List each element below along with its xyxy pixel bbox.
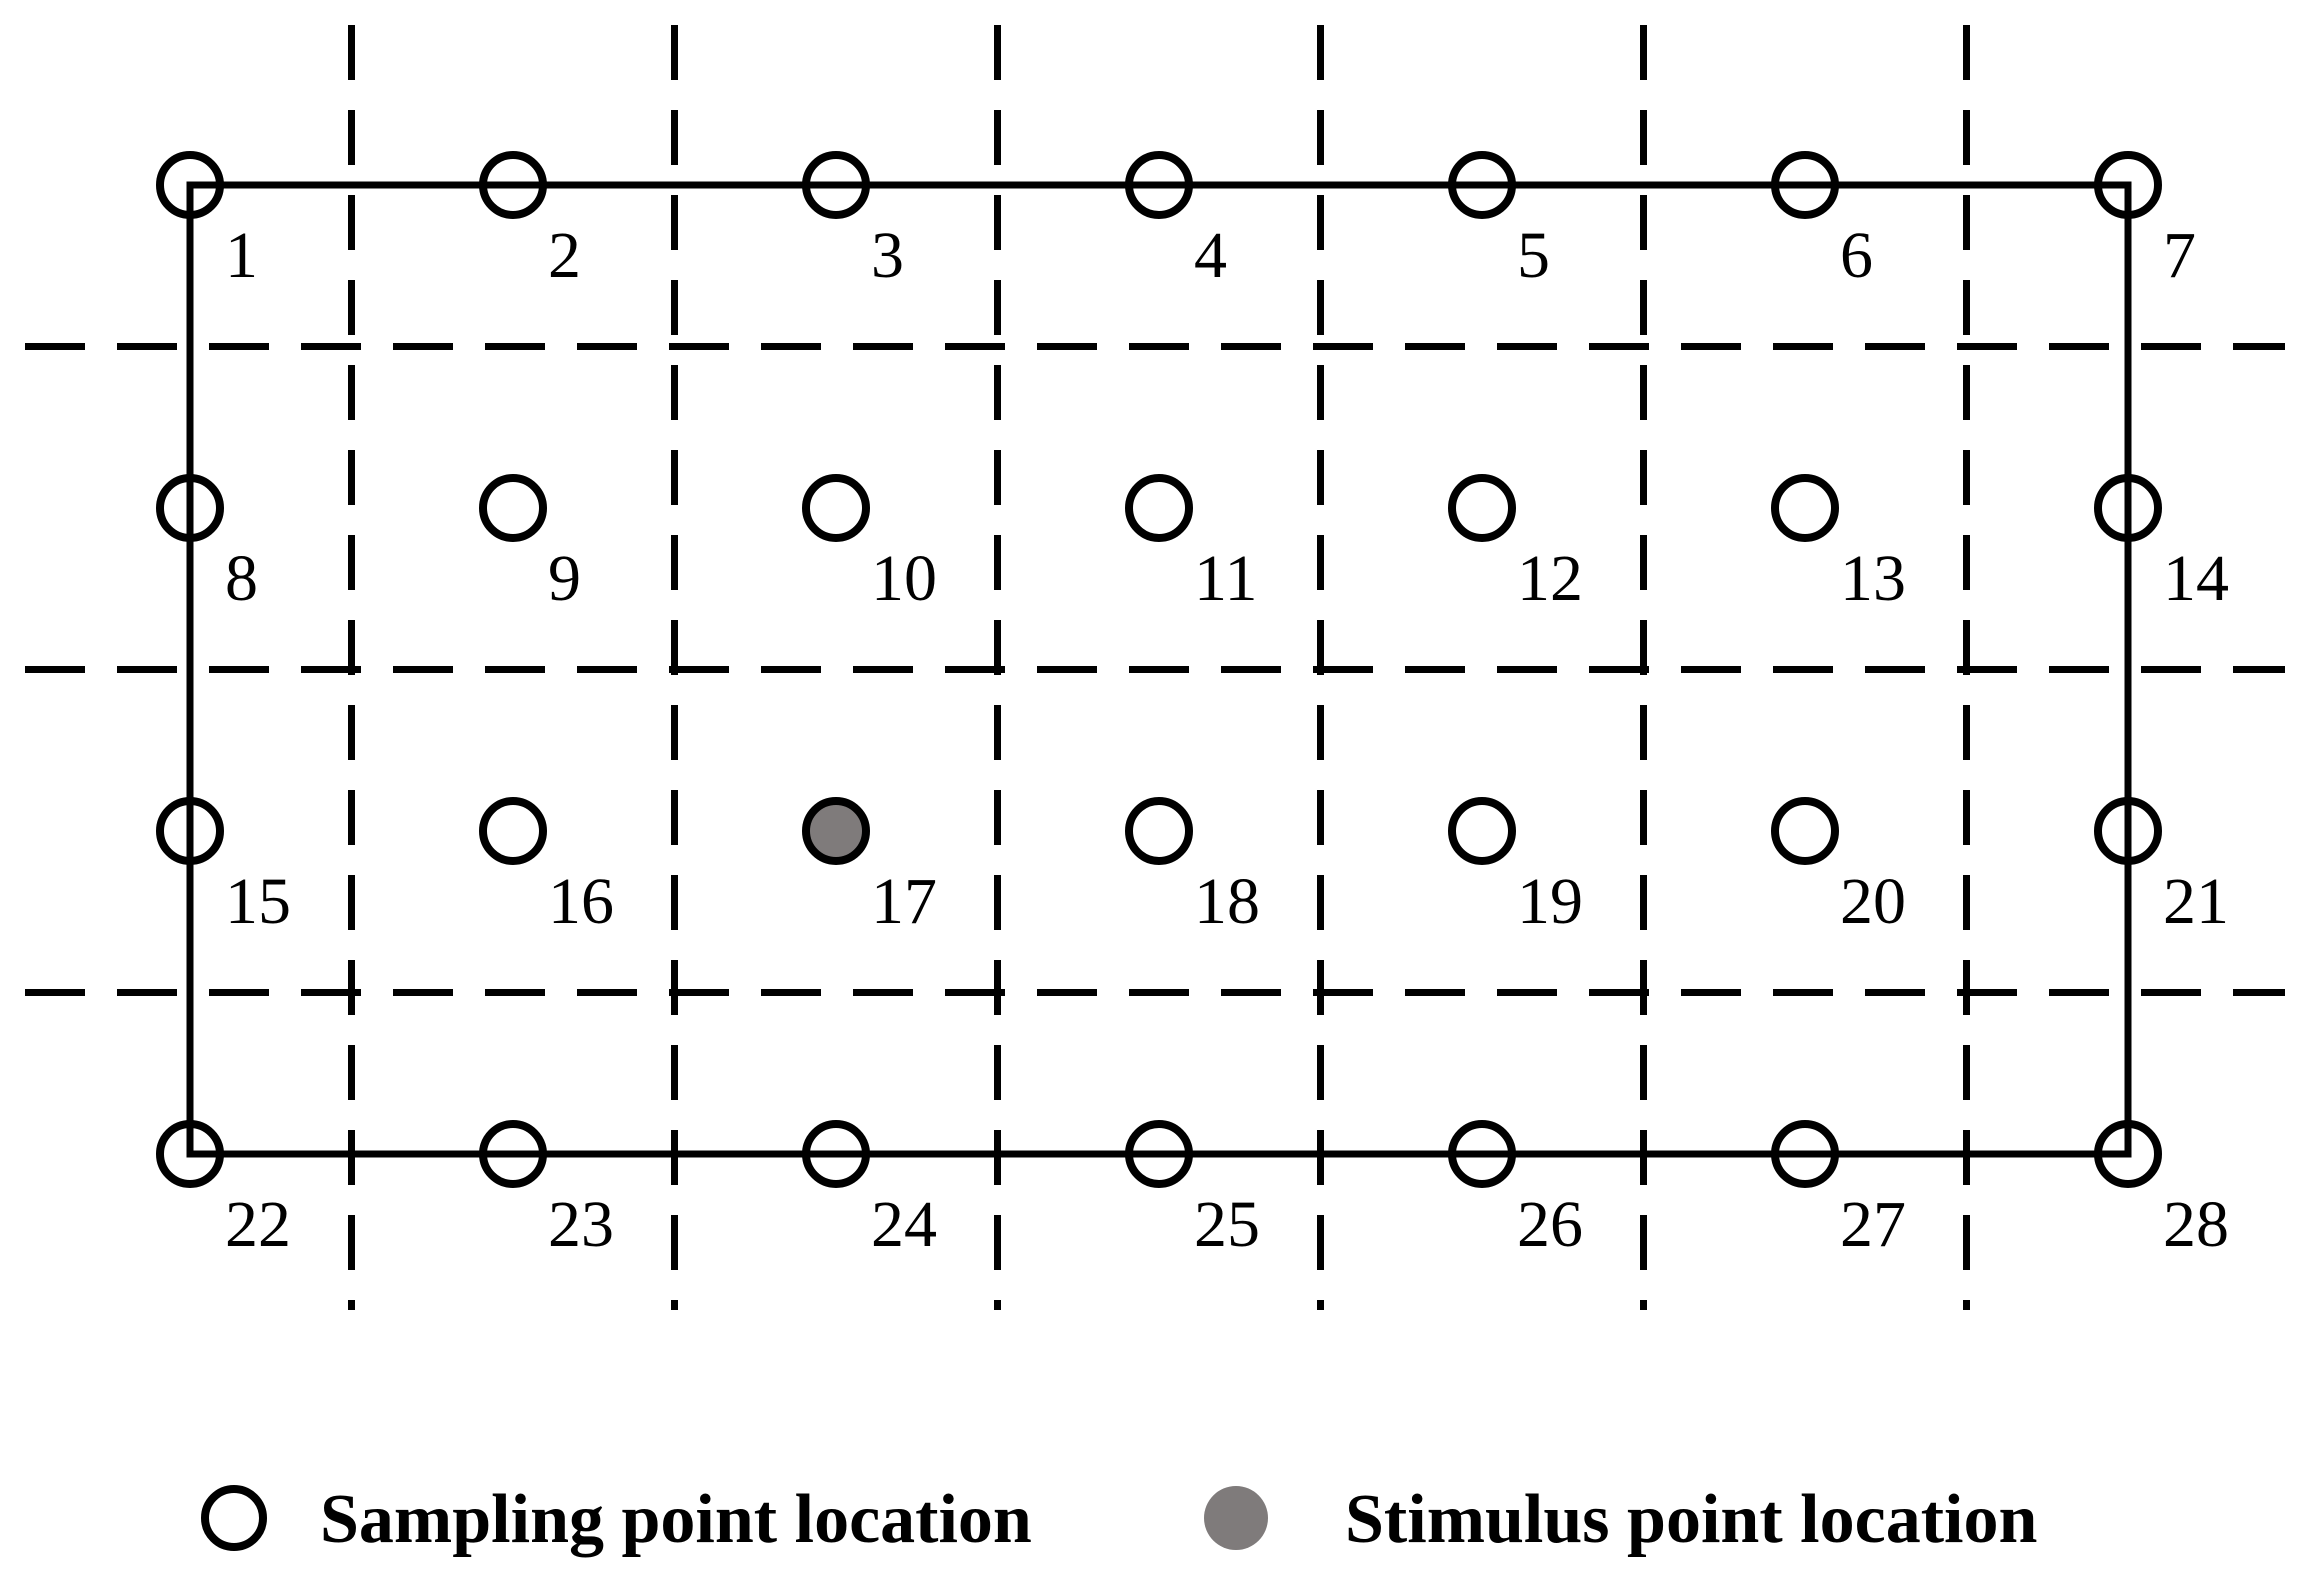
point-label: 23: [548, 1188, 614, 1261]
sampling-point: [479, 1120, 547, 1188]
sampling-point: [1448, 1120, 1516, 1188]
point-label: 7: [2163, 219, 2196, 292]
sampling-point: [479, 474, 547, 542]
sampling-point: [2094, 151, 2162, 219]
sampling-point: [2094, 474, 2162, 542]
point-label: 25: [1194, 1188, 1260, 1261]
point-label: 11: [1194, 542, 1258, 615]
point-label: 14: [2163, 542, 2229, 615]
sampling-point: [156, 1120, 224, 1188]
point-label: 22: [225, 1188, 291, 1261]
sampling-point: [1448, 474, 1516, 542]
stimulus-point: [802, 797, 870, 865]
sampling-point: [1125, 797, 1193, 865]
sampling-point: [1771, 797, 1839, 865]
sampling-point: [1125, 151, 1193, 219]
sampling-point: [1771, 151, 1839, 219]
point-label: 27: [1840, 1188, 1906, 1261]
legend-stimulus-label: Stimulus point location: [1345, 1481, 2037, 1558]
sampling-point: [156, 474, 224, 542]
point-label: 4: [1194, 219, 1227, 292]
point-label: 2: [548, 219, 581, 292]
point-label: 19: [1517, 865, 1583, 938]
point-label: 15: [225, 865, 291, 938]
point-label: 17: [871, 865, 937, 938]
legend: Sampling point location Stimulus point l…: [201, 1481, 2037, 1558]
point-label: 21: [2163, 865, 2229, 938]
point-label: 1: [225, 219, 258, 292]
sampling-point: [156, 151, 224, 219]
point-label: 26: [1517, 1188, 1583, 1261]
sampling-point: [802, 151, 870, 219]
point-label: 18: [1194, 865, 1260, 938]
sampling-point: [2094, 797, 2162, 865]
sampling-point: [1771, 474, 1839, 542]
sampling-point: [1125, 1120, 1193, 1188]
point-label: 12: [1517, 542, 1583, 615]
point-label: 9: [548, 542, 581, 615]
point-label: 5: [1517, 219, 1550, 292]
sampling-point: [479, 797, 547, 865]
sampling-point: [156, 797, 224, 865]
dashed-grid-lines: [25, 25, 2285, 1310]
sampling-point: [2094, 1120, 2162, 1188]
point-label: 10: [871, 542, 937, 615]
point-label: 16: [548, 865, 614, 938]
sampling-point: [802, 474, 870, 542]
sampling-point: [1771, 1120, 1839, 1188]
boundary-rectangle: [186, 181, 2132, 1158]
sampling-point: [802, 1120, 870, 1188]
sampling-point: [1448, 151, 1516, 219]
filled-circle-icon: [1204, 1486, 1268, 1550]
hollow-circle-icon: [201, 1485, 267, 1551]
point-label: 8: [225, 542, 258, 615]
point-label: 28: [2163, 1188, 2229, 1261]
point-label: 24: [871, 1188, 937, 1261]
point-label: 6: [1840, 219, 1873, 292]
sampling-point: [479, 151, 547, 219]
sampling-point: [1448, 797, 1516, 865]
point-label: 13: [1840, 542, 1906, 615]
sampling-point: [1125, 474, 1193, 542]
point-label: 3: [871, 219, 904, 292]
point-label: 20: [1840, 865, 1906, 938]
legend-sampling-label: Sampling point location: [320, 1481, 1032, 1558]
